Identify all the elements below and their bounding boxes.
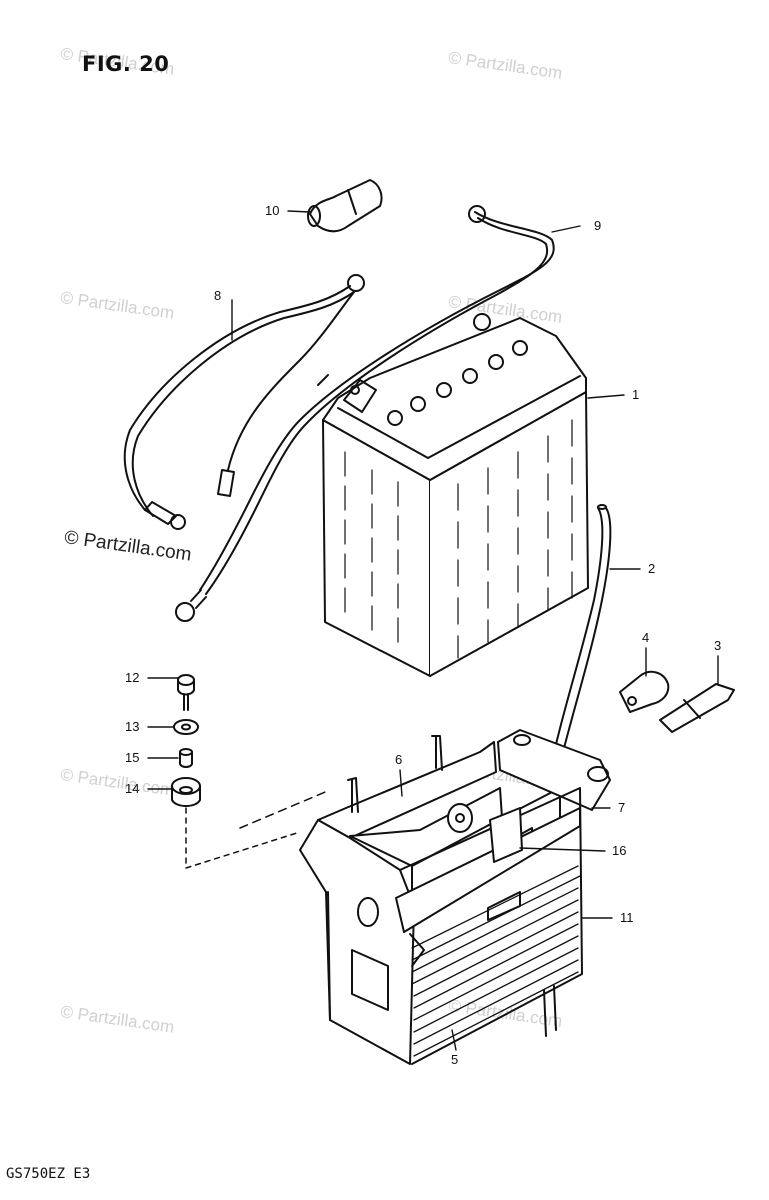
callout-2: 2 xyxy=(648,561,656,576)
battery-part-1 xyxy=(322,313,589,677)
callout-1: 1 xyxy=(632,387,640,402)
callout-16: 16 xyxy=(612,843,627,858)
callout-14: 14 xyxy=(125,781,140,796)
callout-8: 8 xyxy=(214,288,222,303)
model-code: GS750EZ E3 xyxy=(6,1166,91,1182)
callout-3: 3 xyxy=(714,638,722,653)
callout-10: 10 xyxy=(265,203,280,218)
callout-15: 15 xyxy=(125,750,140,765)
callout-6: 6 xyxy=(395,752,403,767)
callout-9: 9 xyxy=(594,218,602,233)
callout-7: 7 xyxy=(618,800,626,815)
callout-11: 11 xyxy=(620,910,634,925)
callout-12: 12 xyxy=(125,670,140,685)
callout-13: 13 xyxy=(125,719,140,734)
battery-holder xyxy=(299,729,611,1065)
callout-5: 5 xyxy=(451,1052,459,1067)
figure-title: FIG. 20 xyxy=(82,52,170,76)
callout-4: 4 xyxy=(642,630,650,645)
